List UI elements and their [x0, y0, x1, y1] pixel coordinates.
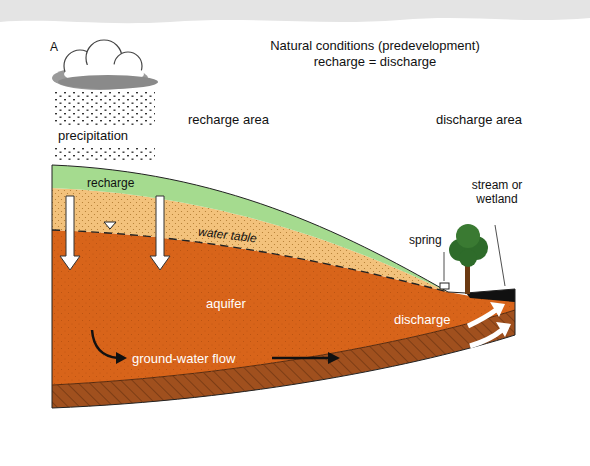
water-table-symbol	[104, 222, 116, 229]
spring-label: spring	[408, 233, 443, 248]
discharge-label: discharge	[394, 312, 450, 327]
recharge-label: recharge	[87, 176, 134, 191]
discharge-arrows	[468, 302, 511, 346]
diagram-title: Natural conditions (predevelopment) rech…	[250, 38, 500, 70]
spring-outlet	[440, 283, 449, 289]
aquifer-label: aquifer	[206, 296, 246, 311]
precipitation-label: precipitation	[56, 128, 130, 143]
stream-leader	[495, 225, 505, 286]
spring-leader	[444, 252, 445, 281]
rain	[55, 92, 155, 126]
panel-letter: A	[50, 40, 58, 55]
recharge-arrow	[150, 196, 170, 270]
recharge-arrow	[60, 196, 80, 270]
top-band	[0, 0, 590, 23]
tree	[449, 224, 488, 294]
land-surface	[52, 165, 448, 292]
zone-label: recharge area	[188, 112, 269, 127]
flow-label: ground-water flow	[132, 351, 235, 366]
rain	[55, 146, 155, 160]
section-outline	[52, 165, 515, 408]
cloud	[52, 40, 158, 90]
aquifer-base	[52, 310, 515, 385]
zone-label: discharge area	[436, 112, 522, 127]
stream-label: stream or wetland	[470, 178, 524, 206]
